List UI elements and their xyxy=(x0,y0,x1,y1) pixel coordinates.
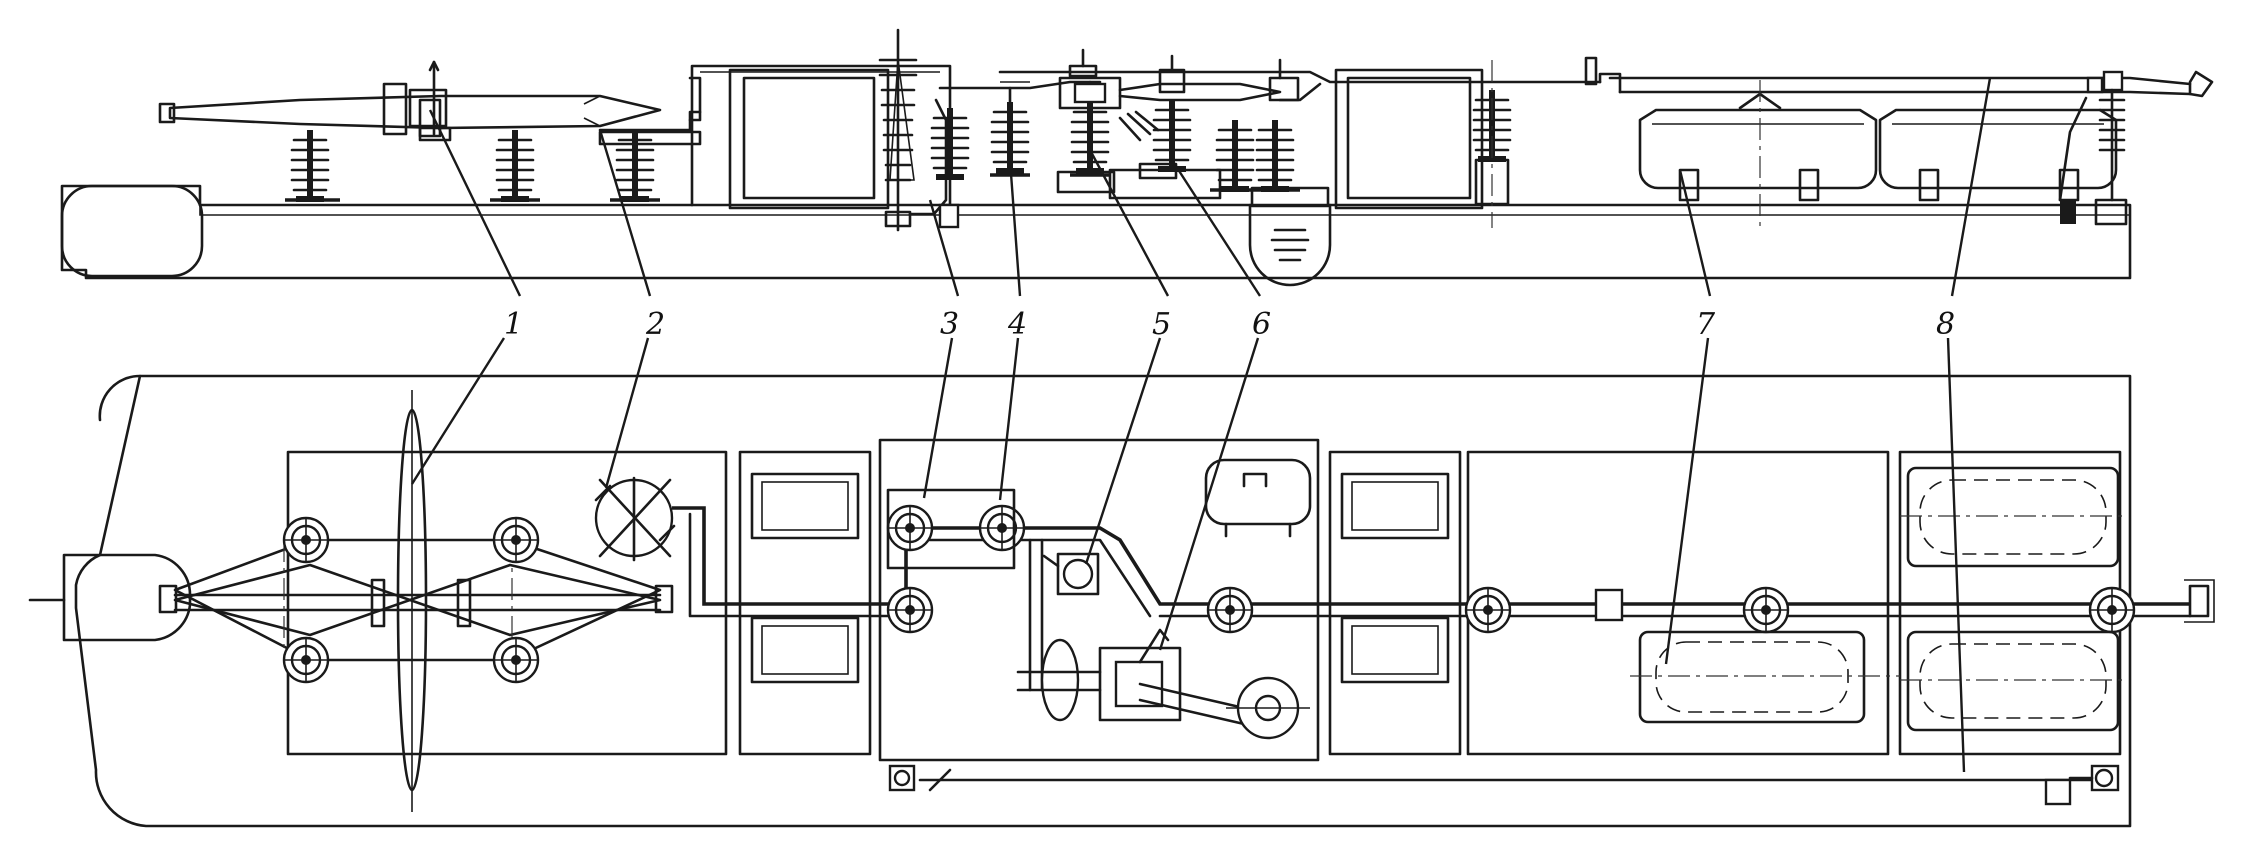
callout-2: 2 xyxy=(645,307,665,342)
breaker-drive-plan xyxy=(1016,458,1312,740)
callout-leaders xyxy=(410,77,1992,773)
tanks-plan xyxy=(1630,466,2126,732)
transformer-cores-plan xyxy=(750,472,1450,684)
callout-6: 6 xyxy=(1252,307,1271,342)
callout-5: 5 xyxy=(1152,307,1171,342)
transformer-2-elevation xyxy=(1346,76,1472,200)
tanks-elevation xyxy=(1638,80,2118,228)
plan-nose xyxy=(62,553,192,642)
bushing-pocket xyxy=(1248,203,1332,287)
callout-1: 1 xyxy=(504,307,523,342)
callout-8: 8 xyxy=(1936,307,1955,342)
busbar-plan xyxy=(672,506,2215,623)
compartment-2 xyxy=(878,438,1320,762)
control-line-plan xyxy=(888,764,2120,806)
transformer-1-elevation xyxy=(742,76,876,200)
elevation-nose xyxy=(60,184,204,278)
plan-view xyxy=(28,374,2215,828)
disconnector-arm xyxy=(168,94,662,130)
callout-labels: 1 2 3 4 5 6 7 8 xyxy=(504,307,1955,342)
plan-outline xyxy=(74,374,2132,828)
isolator-2-plan xyxy=(594,476,676,562)
callout-3: 3 xyxy=(940,307,959,342)
earthing-switch-elevation xyxy=(2058,70,2128,226)
arrester-group-3 xyxy=(878,28,960,232)
callout-4: 4 xyxy=(1007,307,1027,342)
elevation-base xyxy=(60,184,2132,280)
elevation-view xyxy=(60,28,2214,287)
callout-7: 7 xyxy=(1696,307,1716,342)
